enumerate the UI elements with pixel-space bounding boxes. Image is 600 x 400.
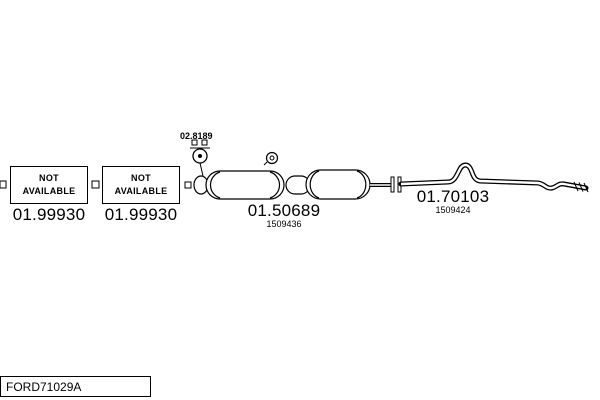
not-available-label: NOT AVAILABLE: [22, 172, 76, 196]
part-number-tailpipe[interactable]: 01.70103: [416, 187, 490, 206]
part-number-front-right[interactable]: 01.99930: [104, 205, 178, 224]
diagram-code: FORD71029A: [6, 379, 82, 394]
diagram-code-box: FORD71029A: [0, 376, 151, 397]
tailpipe-drawing: [370, 162, 589, 193]
muffler-assembly-drawing: [193, 169, 371, 200]
clamp-icon: [190, 139, 210, 177]
not-available-box-front-right: NOT AVAILABLE: [102, 166, 180, 204]
not-available-label: NOT AVAILABLE: [114, 172, 168, 196]
part-ref-muffler-assembly: 1509436: [266, 219, 302, 229]
part-number-muffler-assembly[interactable]: 01.50689: [247, 201, 321, 220]
not-available-box-front-left: NOT AVAILABLE: [10, 166, 88, 204]
part-number-front-left[interactable]: 01.99930: [12, 205, 86, 224]
part-number-clamp[interactable]: 02.8189: [180, 131, 213, 141]
connector-squares: [0, 180, 192, 189]
hanger-ring-icon: [263, 151, 279, 166]
part-ref-tailpipe: 1509424: [435, 205, 471, 215]
